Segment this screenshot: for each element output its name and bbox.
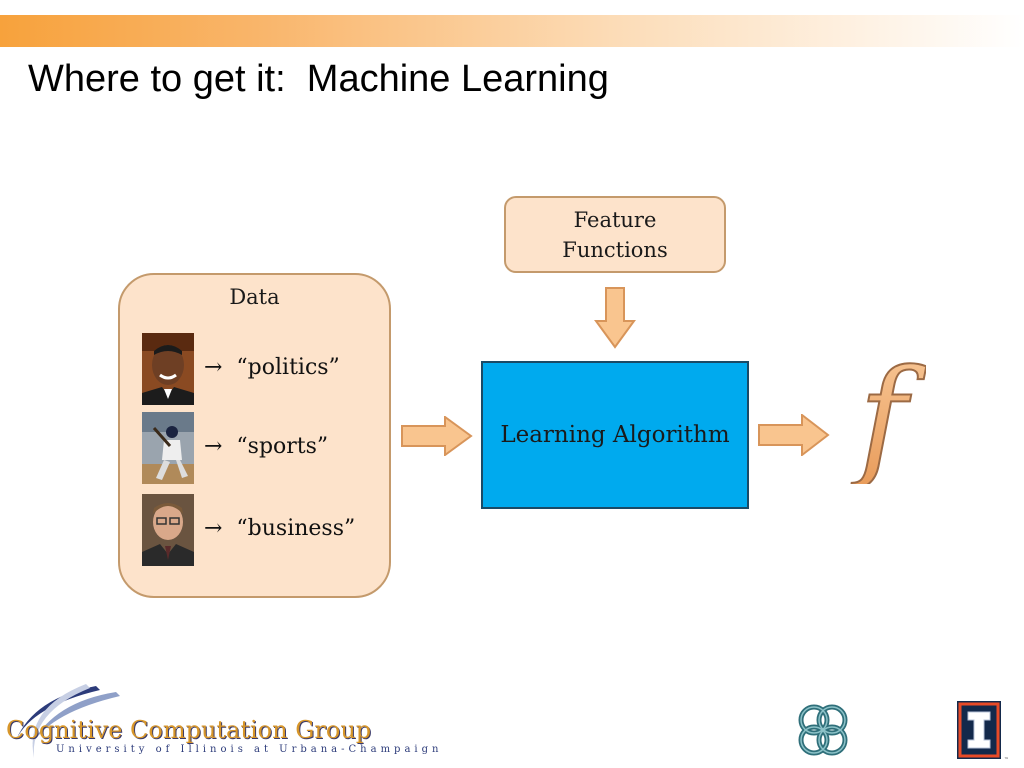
feature-functions-label-line1: Feature xyxy=(573,207,657,232)
output-f-text: f xyxy=(851,344,926,484)
trademark-symbol: ™ xyxy=(1004,757,1009,763)
header-gradient-bar xyxy=(0,15,1024,47)
knot-logo-icon xyxy=(798,704,848,756)
learning-algorithm-box: Learning Algorithm xyxy=(481,361,749,509)
data-item-label-sports: → “sports” xyxy=(204,434,329,459)
portrait-photo xyxy=(142,333,194,405)
data-item-business: → “business” xyxy=(142,494,372,566)
down-arrow-icon xyxy=(594,287,636,349)
illinois-logo-icon xyxy=(957,701,1001,759)
data-item-label-business: → “business” xyxy=(204,516,356,541)
slide-title: Where to get it: Machine Learning xyxy=(28,58,609,100)
cognitive-computation-group-logo xyxy=(16,684,120,758)
data-item-label-politics: → “politics” xyxy=(204,355,340,380)
portrait-photo xyxy=(142,494,194,566)
data-item-sports: → “sports” xyxy=(142,412,372,484)
right-arrow-icon xyxy=(401,416,473,456)
data-box: Data → “politics” xyxy=(118,273,391,598)
right-arrow-icon xyxy=(758,414,830,456)
learning-algorithm-label: Learning Algorithm xyxy=(500,422,730,448)
data-item-politics: → “politics” xyxy=(142,333,372,405)
baseball-player-photo xyxy=(142,412,194,484)
feature-functions-label-line2: Functions xyxy=(562,237,668,262)
group-name: Cognitive Computation Group xyxy=(6,716,372,744)
data-box-title: Data xyxy=(229,285,280,309)
university-name: University of Illinois at Urbana-Champai… xyxy=(56,744,443,755)
feature-functions-box: Feature Functions xyxy=(504,196,726,273)
function-f-symbol: f xyxy=(850,344,926,484)
